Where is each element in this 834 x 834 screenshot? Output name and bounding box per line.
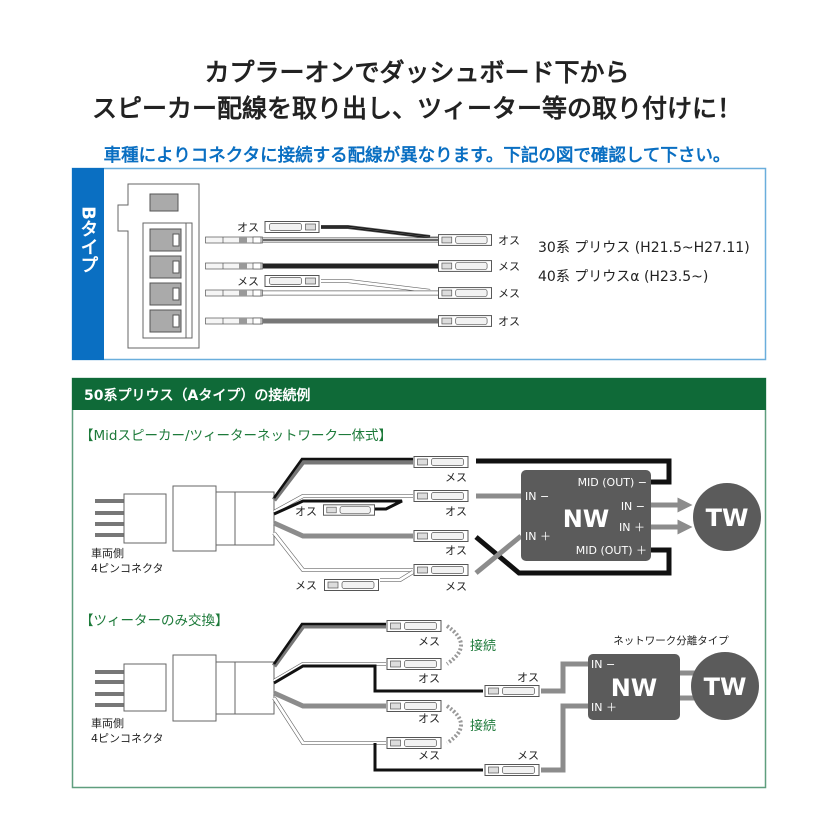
- b-wires: [263, 225, 440, 324]
- pin-terminal: [205, 262, 263, 270]
- label-female: メス: [295, 579, 317, 592]
- terminal: [413, 530, 469, 542]
- terminal: [484, 764, 540, 776]
- diagram1-wires: [272, 457, 693, 582]
- port-in-minus-left: IN −: [525, 490, 549, 503]
- terminal: [386, 620, 442, 632]
- label-female: メス: [237, 275, 259, 288]
- terminal: [386, 737, 442, 749]
- label-male: オス: [418, 672, 440, 685]
- port-mid-out-plus: MID (OUT) ＋: [576, 544, 647, 557]
- pin-terminal: [205, 289, 263, 297]
- label-male: オス: [237, 221, 259, 234]
- terminal: [386, 658, 442, 670]
- nw-label: NW: [563, 505, 610, 533]
- female-sub-terminal: [264, 275, 320, 287]
- label-female: メス: [498, 260, 520, 273]
- connect-dotted-arc: [445, 704, 463, 745]
- port-in-plus-right: IN ＋: [619, 521, 645, 534]
- nw-type-label: ネットワーク分離タイプ: [613, 634, 729, 647]
- label-female: メス: [418, 749, 440, 762]
- label-male: オス: [295, 505, 317, 518]
- port-in-plus: IN ＋: [591, 701, 617, 714]
- title-line2: スピーカー配線を取り出し、ツィーター等の取り付けに！: [92, 94, 742, 123]
- b-type-tab-label: Bタイプ: [78, 206, 99, 274]
- car-side-label: 車両側: [91, 546, 124, 560]
- pin-terminal: [205, 236, 263, 244]
- terminal: [386, 700, 442, 712]
- car-connector-2: [95, 654, 275, 722]
- terminal: [438, 287, 492, 299]
- terminal: [413, 456, 469, 468]
- tw-circle-2: TW: [691, 652, 759, 720]
- label-male: オス: [445, 544, 467, 557]
- a-type-header-text: 50系プリウス（Aタイプ）の接続例: [84, 387, 310, 404]
- diagram2-wires: [271, 622, 700, 773]
- a-type-header: [72, 378, 766, 410]
- b-type-panel: Bタイプ: [71, 167, 767, 361]
- title-line1: カプラーオンでダッシュボード下から: [204, 58, 629, 87]
- nw-box-1: NW MID (OUT) − IN − IN − IN ＋ IN ＋ MID (…: [521, 470, 651, 561]
- b-connector: [117, 183, 200, 349]
- label-male: オス: [418, 712, 440, 725]
- terminal: [438, 234, 492, 246]
- port-in-minus-right: IN −: [621, 500, 645, 513]
- sub-terminal: [323, 504, 375, 516]
- pin-terminal: [205, 317, 263, 325]
- terminal: [413, 490, 469, 502]
- label-female: メス: [445, 471, 467, 484]
- tw-label: TW: [704, 673, 747, 701]
- terminal: [438, 315, 492, 327]
- terminal: [484, 685, 540, 697]
- port-in-plus-left: IN ＋: [525, 530, 551, 543]
- connect-label: 接続: [470, 718, 496, 734]
- car-side-label: 車両側: [91, 716, 124, 730]
- terminal: [438, 260, 492, 272]
- label-female: メス: [498, 287, 520, 300]
- tw-label: TW: [706, 504, 749, 532]
- terminal: [413, 564, 469, 576]
- a-type-panel: 50系プリウス（Aタイプ）の接続例 【Midスピーカー/ツィーターネットワーク一…: [71, 377, 767, 789]
- label-male: オス: [445, 505, 467, 518]
- car-side-connector-label: 4ピンコネクタ: [91, 732, 164, 745]
- car-side-connector-label: 4ピンコネクタ: [91, 562, 164, 575]
- label-female: メス: [517, 749, 539, 762]
- label-male: オス: [517, 671, 539, 684]
- label-male: オス: [498, 234, 520, 247]
- car-connector-1: [95, 485, 275, 552]
- label-female: メス: [445, 580, 467, 593]
- connect-label: 接続: [470, 638, 496, 654]
- subtitle: 車種によりコネクタに接続する配線が異なります。下記の図で確認して下さい。: [104, 145, 731, 166]
- port-in-minus: IN −: [591, 658, 615, 671]
- tw-circle-1: TW: [693, 483, 761, 551]
- label-male: オス: [498, 315, 520, 328]
- port-mid-out-minus: MID (OUT) −: [578, 476, 647, 489]
- model-30-prius: 30系 プリウス (H21.5~H27.11): [538, 240, 750, 256]
- nw-label: NW: [611, 674, 658, 702]
- diagram2-heading: 【ツィーターのみ交換】: [80, 612, 229, 629]
- model-40-prius-alpha: 40系 プリウスα (H23.5~): [538, 269, 708, 285]
- b-type-tab: [72, 168, 104, 360]
- nw-box-2: NW IN − IN ＋: [588, 654, 680, 720]
- connect-dotted-arc: [445, 624, 463, 666]
- sub-terminal: [323, 579, 380, 591]
- diagram1-heading: 【Midスピーカー/ツィーターネットワーク一体式】: [80, 428, 392, 444]
- male-sub-terminal: [264, 221, 320, 233]
- label-female: メス: [418, 635, 440, 648]
